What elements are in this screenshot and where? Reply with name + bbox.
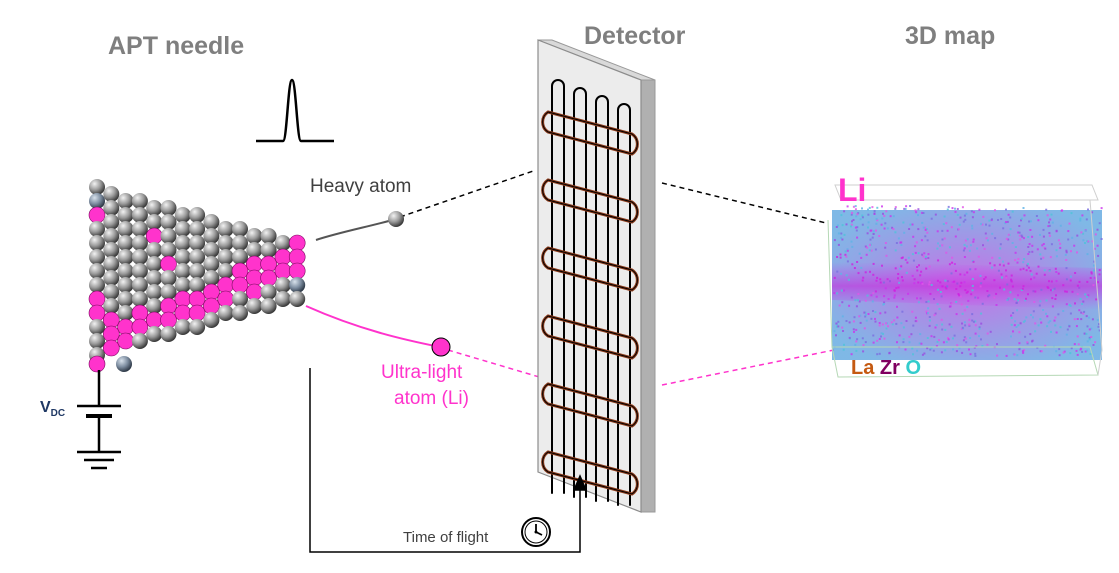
- apt-needle-title: APT needle: [108, 32, 245, 60]
- legend-zr: Zr: [879, 357, 900, 379]
- li-map-label: Li: [838, 172, 867, 208]
- time-of-flight-label: Time of flight: [403, 529, 489, 546]
- detector-title: Detector: [584, 22, 686, 50]
- light-atom-trajectory: [305, 305, 441, 348]
- voltage-pulse-icon: [256, 78, 334, 143]
- vdc-label: VDC: [40, 399, 65, 419]
- ultra-light-atom: [431, 337, 451, 357]
- ultra-light-atom-label-line2: atom (Li): [394, 388, 469, 409]
- ground-icon: [77, 450, 121, 470]
- legend-o: O: [905, 357, 922, 379]
- heavy-atom-trajectory: [315, 218, 397, 241]
- map-projection-bottom: [661, 349, 835, 386]
- light-atom-projection: [447, 349, 547, 380]
- detector-plate: [537, 39, 656, 513]
- heavy-atom-projection: [399, 169, 537, 218]
- vdc-subscript: DC: [50, 408, 66, 420]
- clock-icon: [521, 517, 551, 547]
- atom-3d-map: [827, 184, 1103, 378]
- dc-battery-icon: [77, 370, 121, 452]
- map-projection-top: [661, 182, 827, 224]
- heavy-atom-label: Heavy atom: [310, 176, 412, 197]
- ultra-light-atom-label-line1: Ultra-light: [381, 362, 463, 383]
- vdc-main: V: [40, 399, 51, 416]
- heavy-atom: [388, 211, 404, 227]
- map-legend: La Zr O: [851, 357, 921, 380]
- legend-la: La: [851, 357, 875, 379]
- apt-needle-atoms: [88, 179, 306, 373]
- 3d-map-title: 3D map: [905, 22, 996, 50]
- time-of-flight-path: [309, 368, 588, 553]
